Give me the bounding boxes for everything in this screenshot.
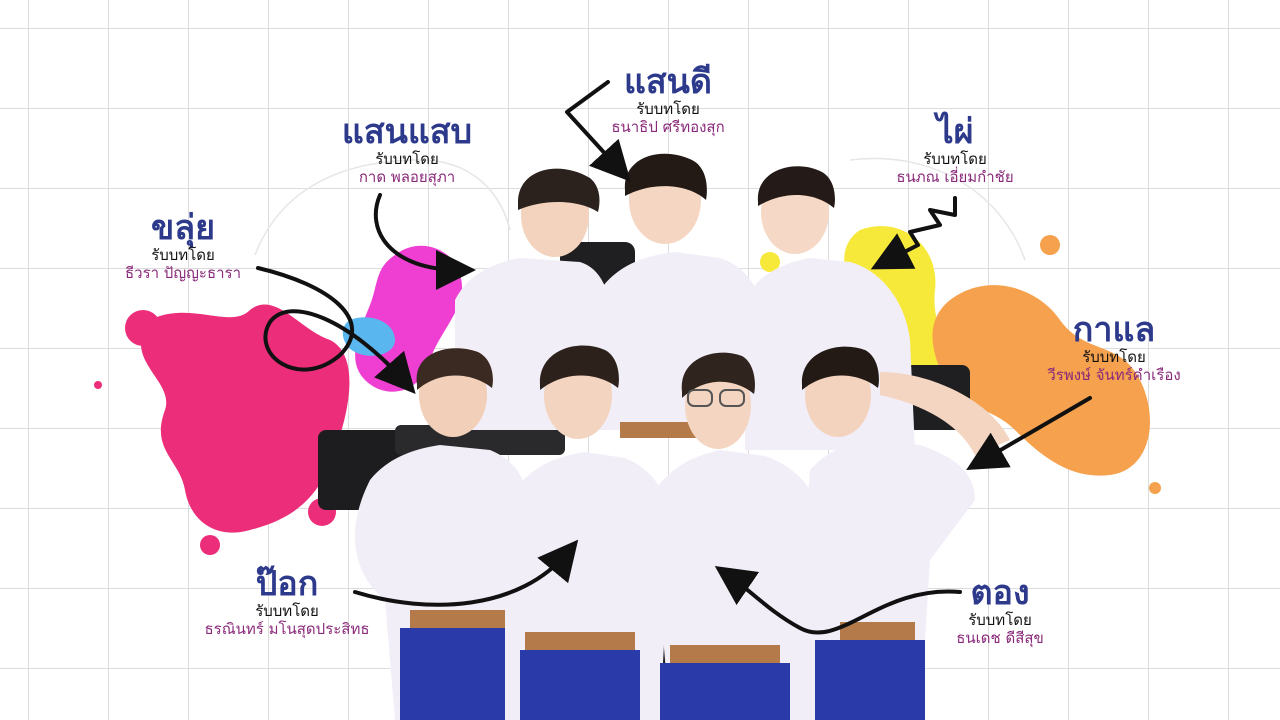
- character-name: แสนดี: [623, 62, 712, 102]
- label-phai: ไผ่ รับบทโดย ธนภณ เอี่ยมกำชัย: [896, 114, 1013, 186]
- character-name: ตอง: [970, 573, 1030, 613]
- role-caption: รับบทโดย: [636, 100, 700, 118]
- paint-splash-orange: [932, 235, 1161, 494]
- actor-name: ธนภณ เอี่ยมกำชัย: [896, 168, 1014, 186]
- arrow-tong: [714, 565, 962, 635]
- paint-splash-blue: [342, 317, 395, 356]
- actor-name: วีรพงษ์ จันทร์คำเรือง: [1047, 366, 1181, 384]
- student-front-2: [515, 345, 670, 720]
- label-khlui: ขลุ่ย รับบทโดย ธีวรา ปัญญะธารา: [125, 210, 241, 282]
- arrow-phai: [870, 196, 957, 270]
- label-kalae: กาแล รับบทโดย วีรพงษ์ จันทร์คำเรือง: [1047, 312, 1180, 384]
- role-caption: รับบทโดย: [375, 150, 439, 168]
- arrow-pok: [353, 539, 579, 607]
- character-name: ป๊อก: [255, 564, 319, 604]
- character-name: ขลุ่ย: [151, 208, 215, 248]
- character-name: ไผ่: [936, 112, 974, 152]
- label-pok: ป๊อก รับบทโดย ธรณินทร์ มโนสุดประสิทธ: [204, 566, 369, 638]
- arrow-saendee: [565, 80, 631, 182]
- label-saensab: แสนแสบ รับบทโดย กาด พลอยสุภา: [342, 114, 472, 186]
- character-name: แสนแสบ: [341, 112, 473, 152]
- role-caption: รับบทโดย: [1082, 348, 1146, 366]
- actor-name: ธนาธิป ศรีทองสุก: [611, 118, 725, 136]
- arrow-saensab: [373, 193, 476, 290]
- paint-splash-pink: [94, 304, 350, 555]
- character-name: กาแล: [1072, 310, 1156, 350]
- actor-name: ธีวรา ปัญญะธารา: [124, 264, 242, 282]
- arrow-khlui: [256, 266, 416, 394]
- role-caption: รับบทโดย: [923, 150, 987, 168]
- actor-name: ธนเดช ดีสีสุข: [956, 629, 1044, 647]
- role-caption: รับบทโดย: [968, 611, 1032, 629]
- label-saendee: แสนดี รับบทโดย ธนาธิป ศรีทองสุก: [611, 64, 724, 136]
- student-front-1: [354, 348, 530, 720]
- decorative-arc-right: [849, 157, 1026, 261]
- label-tong: ตอง รับบทโดย ธนเดช ดีสีสุข: [956, 575, 1044, 647]
- arrow-kalae: [966, 396, 1092, 471]
- actor-name: กาด พลอยสุภา: [358, 168, 456, 186]
- decorative-arc-left: [254, 159, 511, 256]
- role-caption: รับบทโดย: [255, 602, 319, 620]
- role-caption: รับบทโดย: [151, 246, 215, 264]
- actor-name: ธรณินทร์ มโนสุดประสิทธ: [204, 620, 370, 638]
